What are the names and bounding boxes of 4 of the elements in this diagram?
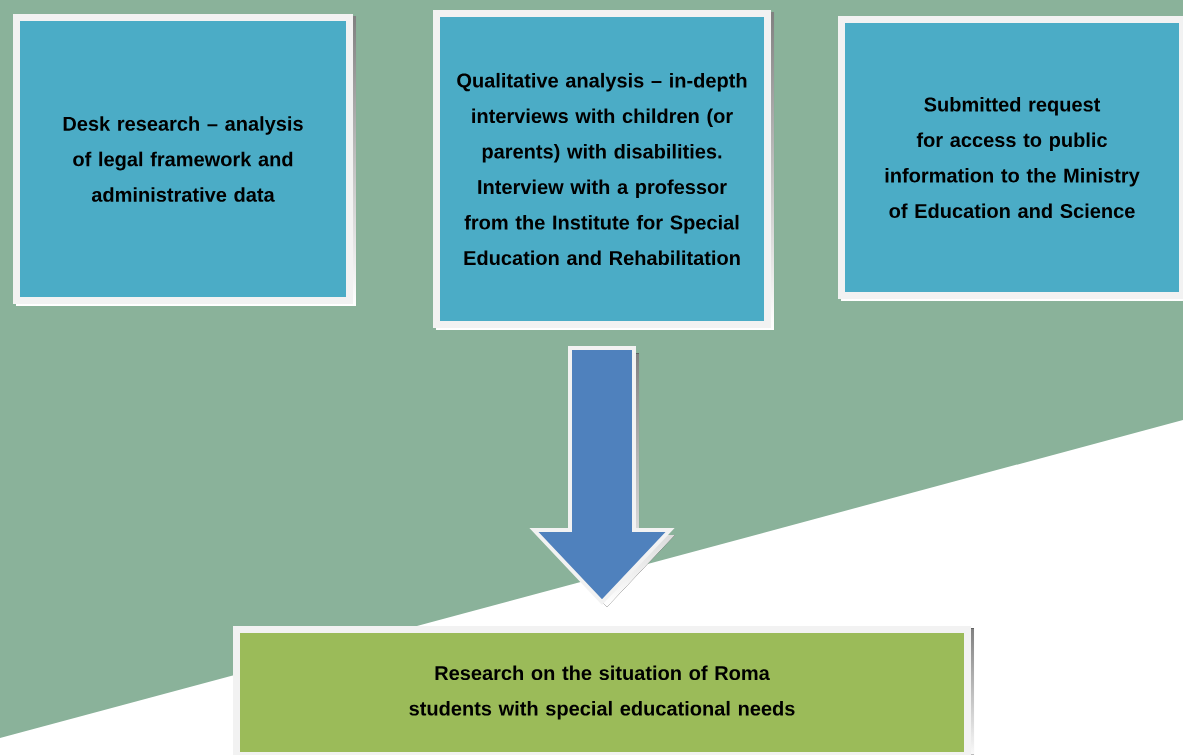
- process-box: Research on the situation of Roma students with special educational needs: [233, 626, 974, 755]
- process-box: Desk research – analysis of legal framework and administrative data: [13, 14, 356, 306]
- process-box: Qualitative analysis – in-depth interviews with children (or parents) with disabilities. Interview with a professor from the Institute for Special Education and Rehabilitation: [433, 10, 774, 330]
- process-box: Submitted request for access to public information to the Ministry of Education and Science: [838, 16, 1183, 301]
